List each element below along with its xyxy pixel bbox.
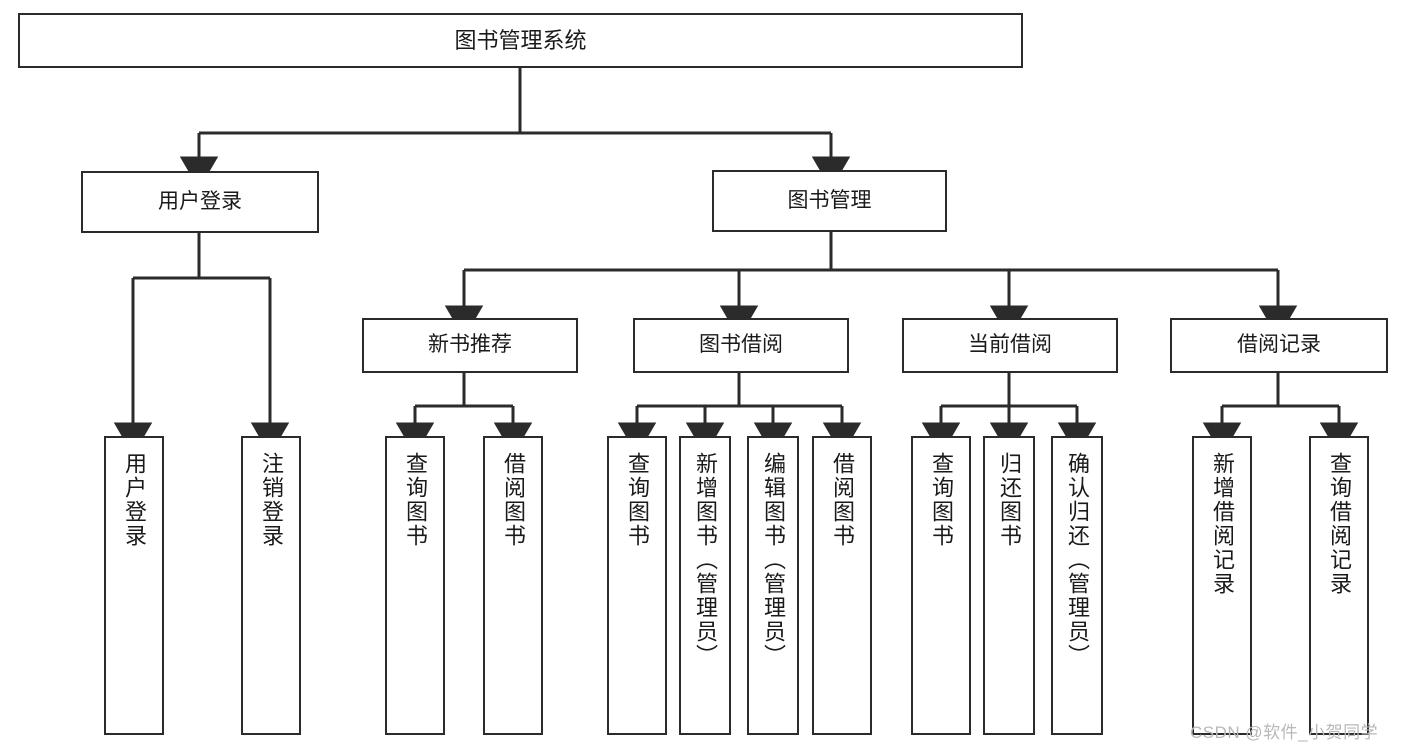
node-leaf-confirm-return[interactable]: 确认归还（管理员） bbox=[1051, 436, 1103, 735]
node-leaf-borrow-book-2[interactable]: 借阅图书 bbox=[812, 436, 872, 735]
node-label: 新书推荐 bbox=[428, 333, 512, 357]
node-borrow-record[interactable]: 借阅记录 bbox=[1170, 318, 1388, 373]
node-current-borrow[interactable]: 当前借阅 bbox=[902, 318, 1118, 373]
node-user-login[interactable]: 用户登录 bbox=[81, 171, 319, 233]
node-label: 图书管理系统 bbox=[454, 27, 587, 53]
csdn-watermark: CSDN @软件_小贺同学 bbox=[1190, 723, 1379, 742]
node-label: 查询图书 bbox=[403, 452, 428, 548]
node-leaf-return-book[interactable]: 归还图书 bbox=[983, 436, 1035, 735]
node-label: 注销登录 bbox=[259, 452, 284, 548]
node-book-management[interactable]: 图书管理 bbox=[712, 170, 947, 232]
node-leaf-query-borrow-record[interactable]: 查询借阅记录 bbox=[1309, 436, 1369, 735]
node-leaf-borrow-book-1[interactable]: 借阅图书 bbox=[483, 436, 543, 735]
node-label: 归还图书 bbox=[997, 452, 1022, 548]
node-book-borrow[interactable]: 图书借阅 bbox=[633, 318, 849, 373]
node-label: 用户登录 bbox=[158, 189, 242, 213]
node-leaf-logout-login[interactable]: 注销登录 bbox=[241, 436, 301, 735]
node-label: 借阅记录 bbox=[1237, 333, 1321, 357]
node-new-book-recommend[interactable]: 新书推荐 bbox=[362, 318, 578, 373]
node-leaf-add-borrow-record[interactable]: 新增借阅记录 bbox=[1192, 436, 1252, 735]
node-leaf-query-book-1[interactable]: 查询图书 bbox=[385, 436, 445, 735]
node-label: 图书借阅 bbox=[699, 333, 783, 357]
node-label: 当前借阅 bbox=[968, 333, 1052, 357]
node-label: 新增借阅记录 bbox=[1210, 452, 1235, 596]
node-leaf-query-book-2[interactable]: 查询图书 bbox=[607, 436, 667, 735]
node-label: 用户登录 bbox=[122, 452, 147, 548]
node-label: 借阅图书 bbox=[501, 452, 526, 548]
node-label: 新增图书（管理员） bbox=[693, 452, 718, 668]
node-label: 查询图书 bbox=[929, 452, 954, 548]
node-label: 查询借阅记录 bbox=[1327, 452, 1352, 596]
node-leaf-edit-book[interactable]: 编辑图书（管理员） bbox=[747, 436, 799, 735]
node-leaf-add-book[interactable]: 新增图书（管理员） bbox=[679, 436, 731, 735]
node-leaf-query-book-3[interactable]: 查询图书 bbox=[911, 436, 971, 735]
node-root-system[interactable]: 图书管理系统 bbox=[18, 13, 1023, 68]
node-leaf-user-login[interactable]: 用户登录 bbox=[104, 436, 164, 735]
node-label: 编辑图书（管理员） bbox=[761, 452, 786, 668]
node-label: 确认归还（管理员） bbox=[1065, 452, 1090, 668]
node-label: 查询图书 bbox=[625, 452, 650, 548]
node-label: 图书管理 bbox=[787, 188, 872, 212]
node-label: 借阅图书 bbox=[830, 452, 855, 548]
